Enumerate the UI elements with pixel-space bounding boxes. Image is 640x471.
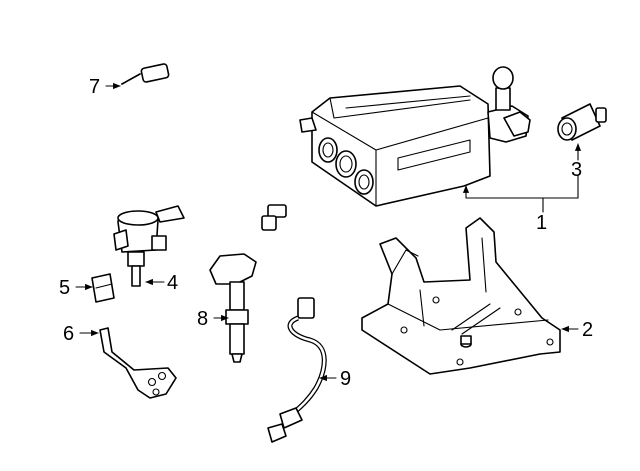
callout-1: 1: [536, 212, 547, 234]
callout-8: 8: [197, 308, 208, 330]
callout-5: 5: [59, 277, 70, 299]
filter-part-3: [557, 103, 607, 141]
bracket-part-2: [361, 217, 561, 375]
callout-9: 9: [340, 368, 351, 390]
oxygen-sensor-part-9: [267, 297, 327, 443]
mount-plate-part-6: [99, 327, 177, 399]
callout-3: 3: [571, 159, 582, 181]
callout-leaders: [75, 82, 582, 382]
clip-part-5: [91, 273, 115, 303]
charcoal-canister-part-1: [299, 66, 531, 207]
callout-2: 2: [582, 319, 593, 341]
vacuum-hose-part-7: [121, 63, 287, 231]
callout-6: 6: [63, 323, 74, 345]
purge-valve-part-4: [113, 205, 185, 287]
callout-4: 4: [167, 272, 178, 294]
callout-7: 7: [89, 76, 100, 98]
oxygen-sensor-part-8: [209, 253, 257, 363]
